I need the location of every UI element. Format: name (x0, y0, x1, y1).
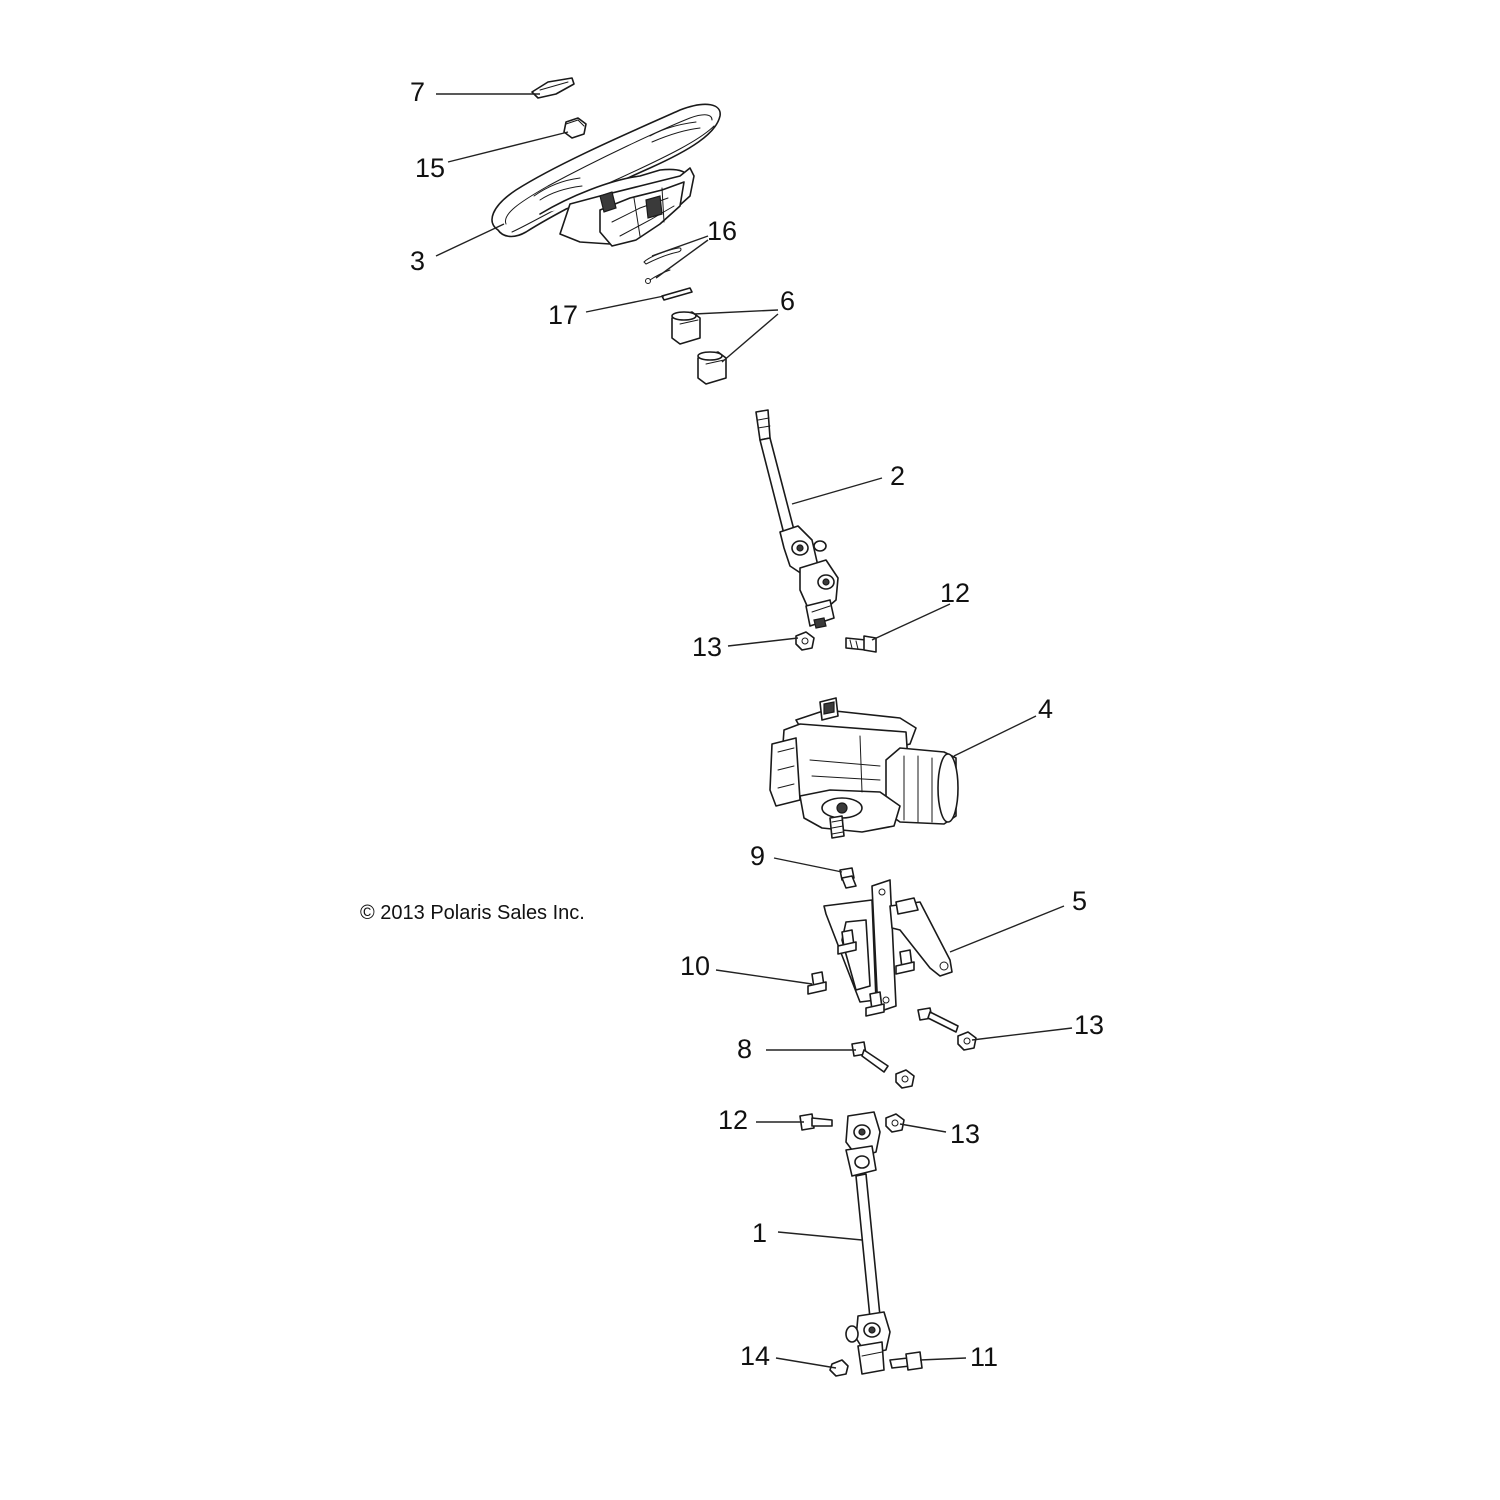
callout-14: 14 (740, 1341, 770, 1371)
mount-bracket-part (823, 879, 953, 1013)
callout-15: 15 (415, 153, 445, 183)
bushing-upper-part (671, 311, 701, 345)
leader-6b (721, 313, 779, 363)
roll-pin-part (661, 287, 693, 301)
leader-11 (919, 1357, 967, 1361)
callout-12-top: 12 (940, 578, 970, 608)
callout-1: 1 (752, 1218, 767, 1248)
callout-labels: 7 15 3 16 17 6 2 12 13 4 9 5 10 13 8 12 … (410, 77, 1104, 1372)
leader-17 (585, 295, 665, 313)
leader-3 (435, 223, 505, 257)
long-bolt-part (917, 1007, 959, 1033)
leader-13-top (727, 637, 799, 647)
pin-part (643, 247, 682, 284)
lock-nut-part (795, 631, 815, 651)
leader-2 (791, 477, 883, 505)
leader-9 (773, 857, 843, 873)
callout-5: 5 (1072, 886, 1087, 916)
callout-12-low: 12 (718, 1105, 748, 1135)
wheel-nut-part (563, 117, 587, 139)
callout-9: 9 (750, 841, 765, 871)
leader-12-top (871, 603, 951, 641)
callout-3: 3 (410, 246, 425, 276)
leader-16b (655, 239, 709, 279)
callout-13-mid: 13 (1074, 1010, 1104, 1040)
callout-6: 6 (780, 286, 795, 316)
lock-nut-part (885, 1113, 905, 1133)
leader-15 (447, 131, 569, 163)
callout-4: 4 (1038, 694, 1053, 724)
lower-shaft-part (845, 1111, 891, 1375)
steering-wheel-part (491, 103, 721, 247)
leader-10 (715, 969, 813, 985)
pinch-bolt-part (889, 1351, 923, 1371)
lock-nut-part (895, 1069, 915, 1089)
callout-13-top: 13 (692, 632, 722, 662)
callout-8: 8 (737, 1034, 752, 1064)
callout-13-low: 13 (950, 1119, 980, 1149)
leader-13-mid (971, 1027, 1073, 1041)
power-steering-unit-part (769, 697, 959, 839)
lock-nut-part (957, 1031, 977, 1051)
leader-4 (953, 715, 1037, 757)
copyright-notice: © 2013 Polaris Sales Inc. (360, 902, 585, 924)
callout-10: 10 (680, 951, 710, 981)
callout-11: 11 (970, 1342, 998, 1372)
callout-2: 2 (890, 461, 905, 491)
leader-1 (777, 1231, 863, 1241)
leader-5 (949, 905, 1065, 953)
lock-nut-part (829, 1359, 849, 1377)
flange-bolt-9-part (839, 867, 857, 889)
bushing-lower-part (697, 351, 727, 385)
long-bolt-8-part (851, 1041, 889, 1073)
callout-17: 17 (548, 300, 578, 330)
leader-lines (435, 93, 1073, 1369)
upper-steering-shaft-part (755, 409, 839, 629)
leader-16a (651, 235, 709, 257)
pinch-bolt-part (845, 635, 877, 653)
pinch-bolt-part (799, 1113, 833, 1131)
callout-7: 7 (410, 77, 425, 107)
callout-16: 16 (707, 216, 737, 246)
leader-14 (775, 1357, 837, 1369)
leader-6a (693, 309, 779, 315)
horn-cap-part (531, 77, 575, 99)
leader-13-low (899, 1123, 947, 1133)
flange-bolt-10-part (807, 929, 915, 1017)
